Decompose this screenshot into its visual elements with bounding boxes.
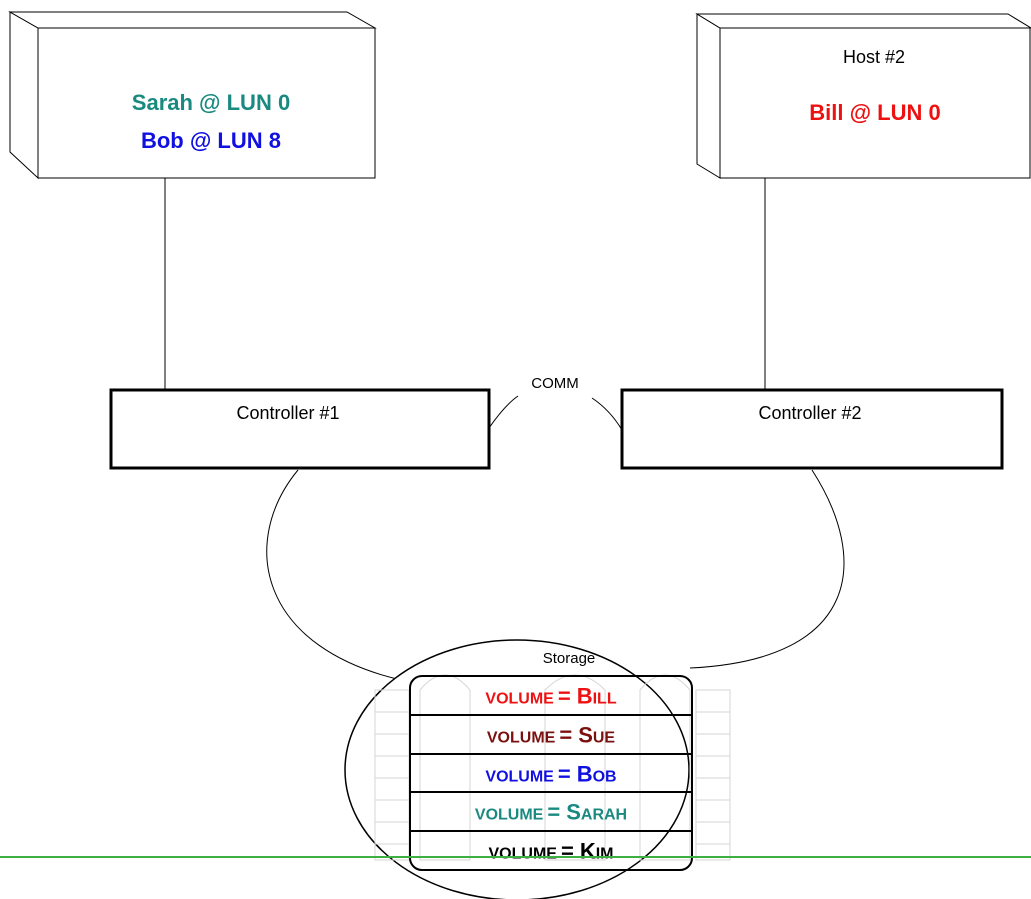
host-1-lun-0: Sarah @ LUN 0 — [132, 90, 290, 115]
controller-1: Controller #1 — [109, 388, 491, 470]
host-2-title: Host #2 — [843, 47, 905, 67]
volume-prefix: VOLUME — [487, 730, 556, 747]
volume-row-3: VOLUME=SARAH — [475, 800, 627, 825]
volume-equals: = — [547, 800, 560, 825]
host-2-lun-0: Bill @ LUN 0 — [809, 100, 940, 125]
volume-name-initial: S — [566, 800, 581, 825]
volume-prefix: VOLUME — [485, 691, 554, 708]
storage-label: Storage — [543, 650, 596, 667]
controller-1-label: Controller #1 — [236, 403, 339, 423]
comm-link-right — [591, 397, 623, 431]
volume-equals: = — [559, 723, 572, 748]
volume-prefix: VOLUME — [489, 846, 558, 863]
volume-prefix: VOLUME — [485, 769, 554, 786]
volume-name-rest: ARAH — [581, 807, 627, 824]
volume-name-initial: B — [577, 684, 593, 709]
volume-row-0: VOLUME=BILL — [485, 684, 616, 709]
storage: Storage VOLUME=BILLVOLUME=SUEVOLUME=BOBV… — [344, 639, 731, 899]
comm-label: COMM — [531, 375, 579, 392]
volume-name-rest: OB — [593, 769, 617, 786]
comm-link — [488, 395, 519, 429]
volume-name-rest: IM — [596, 846, 614, 863]
volume-prefix: VOLUME — [475, 807, 544, 824]
volume-equals: = — [558, 684, 571, 709]
volume-list: VOLUME=BILLVOLUME=SUEVOLUME=BOBVOLUME=SA… — [475, 684, 627, 864]
link-controller2-storage — [689, 469, 845, 669]
volume-equals: = — [561, 839, 574, 864]
volume-equals: = — [558, 762, 571, 787]
volume-name-initial: B — [577, 762, 593, 787]
volume-row-2: VOLUME=BOB — [485, 762, 616, 787]
controller-2-label: Controller #2 — [758, 403, 861, 423]
volume-name-rest: ILL — [593, 691, 617, 708]
host-1-box: Sarah @ LUN 0 Bob @ LUN 8 — [8, 11, 377, 180]
volume-name-initial: K — [580, 839, 596, 864]
host-1-lun-1: Bob @ LUN 8 — [141, 128, 281, 153]
volume-name-initial: S — [578, 723, 593, 748]
volume-name-rest: UE — [593, 730, 616, 747]
controller-2: Controller #2 — [620, 388, 1004, 470]
volume-row-1: VOLUME=SUE — [487, 723, 616, 748]
link-controller1-storage — [266, 469, 411, 683]
host-2-box: Host #2 Bill @ LUN 0 — [695, 13, 1031, 179]
